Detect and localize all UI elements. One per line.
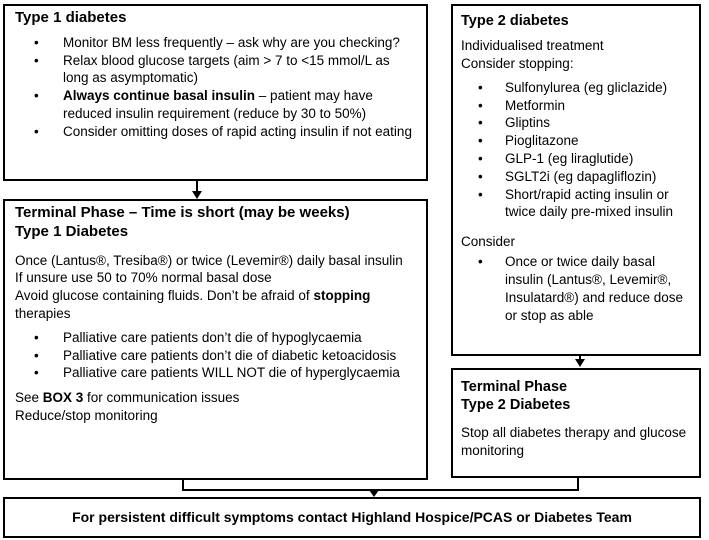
bullet-item: Palliative care patients don’t die of di… (34, 347, 416, 365)
footer-text: For persistent difficult symptoms contac… (72, 509, 632, 526)
bullet-list: Monitor BM less frequently – ask why are… (15, 34, 416, 141)
plain-text: for communication issues (83, 390, 240, 406)
bullet-item: Metformin (478, 97, 691, 115)
arrow-type2-to-terminal2 (575, 356, 585, 367)
box-type2-diabetes: Type 2 diabetes Individualised treatment… (451, 4, 701, 356)
plain-text: Avoid glucose containing fluids. Don’t b… (15, 288, 314, 304)
bullet-item: Consider omitting doses of rapid acting … (34, 123, 416, 141)
text-line: Individualised treatment (461, 38, 604, 54)
bullet-list: Palliative care patients don’t die of hy… (15, 329, 416, 382)
text-line: Avoid glucose containing fluids. Don’t b… (15, 287, 416, 323)
bullet-item: Short/rapid acting insulin or twice dail… (478, 186, 691, 222)
text-line: If unsure use 50 to 70% normal basal dos… (15, 270, 272, 286)
bullet-item: Always continue basal insulin – patient … (34, 87, 416, 123)
plain-text: See (15, 390, 43, 406)
arrow-terminals-to-footer (182, 477, 579, 497)
box-terminal-phase-type2: Terminal Phase Type 2 Diabetes Stop all … (451, 368, 701, 478)
plain-text: – patient may have reduced insulin requi… (63, 88, 373, 121)
bullet-item: Palliative care patients WILL NOT die of… (34, 364, 416, 382)
bullet-list: Sulfonylurea (eg gliclazide) Metformin G… (461, 79, 691, 222)
bold-text: Always continue basal insulin (63, 88, 256, 104)
bullet-item: Monitor BM less frequently – ask why are… (34, 34, 416, 52)
text-line: Once (Lantus®, Tresiba®) or twice (Levem… (15, 252, 403, 268)
bullet-list: Once or twice daily basal insulin (Lantu… (461, 253, 691, 324)
box-type1-diabetes: Type 1 diabetes Monitor BM less frequent… (3, 4, 428, 181)
bullet-item: GLP-1 (eg liraglutide) (478, 150, 691, 168)
bullet-item: Palliative care patients don’t die of hy… (34, 329, 416, 347)
title-line: Type 2 Diabetes (461, 397, 571, 414)
box-title: Terminal Phase – Time is short (may be w… (15, 204, 416, 242)
footer-contact-bar: For persistent difficult symptoms contac… (3, 497, 701, 538)
see-box3-line: See BOX 3 for communication issues (15, 389, 416, 407)
box-terminal-phase-type1: Terminal Phase – Time is short (may be w… (3, 199, 428, 480)
bullet-item: Relax blood glucose targets (aim > 7 to … (34, 52, 416, 88)
box-title: Terminal Phase Type 2 Diabetes (461, 378, 691, 414)
bullet-item: Gliptins (478, 114, 691, 132)
text-line: Consider stopping: (461, 55, 574, 71)
title-line: Type 1 Diabetes (15, 222, 129, 240)
arrow-type1-to-terminal1 (192, 181, 202, 199)
consider-label: Consider (461, 234, 516, 250)
bullet-item: Sulfonylurea (eg gliclazide) (478, 79, 691, 97)
plain-text: therapies (15, 305, 71, 321)
bullet-item: Pioglitazone (478, 132, 691, 150)
text-line: Reduce/stop monitoring (15, 408, 158, 423)
bullet-item: SGLT2i (eg dapagliflozin) (478, 168, 691, 186)
title-line: Terminal Phase – Time is short (may be w… (15, 204, 350, 221)
box-title: Type 1 diabetes (15, 9, 127, 26)
title-line: Terminal Phase (461, 379, 568, 395)
text-line: Stop all diabetes therapy and glucose mo… (461, 425, 687, 459)
paragraph: Once (Lantus®, Tresiba®) or twice (Levem… (15, 252, 416, 323)
bold-text: BOX 3 (42, 390, 84, 406)
bold-text: stopping (313, 288, 371, 304)
bullet-item: Once or twice daily basal insulin (Lantu… (478, 253, 691, 324)
box-title: Type 2 diabetes (461, 13, 569, 29)
